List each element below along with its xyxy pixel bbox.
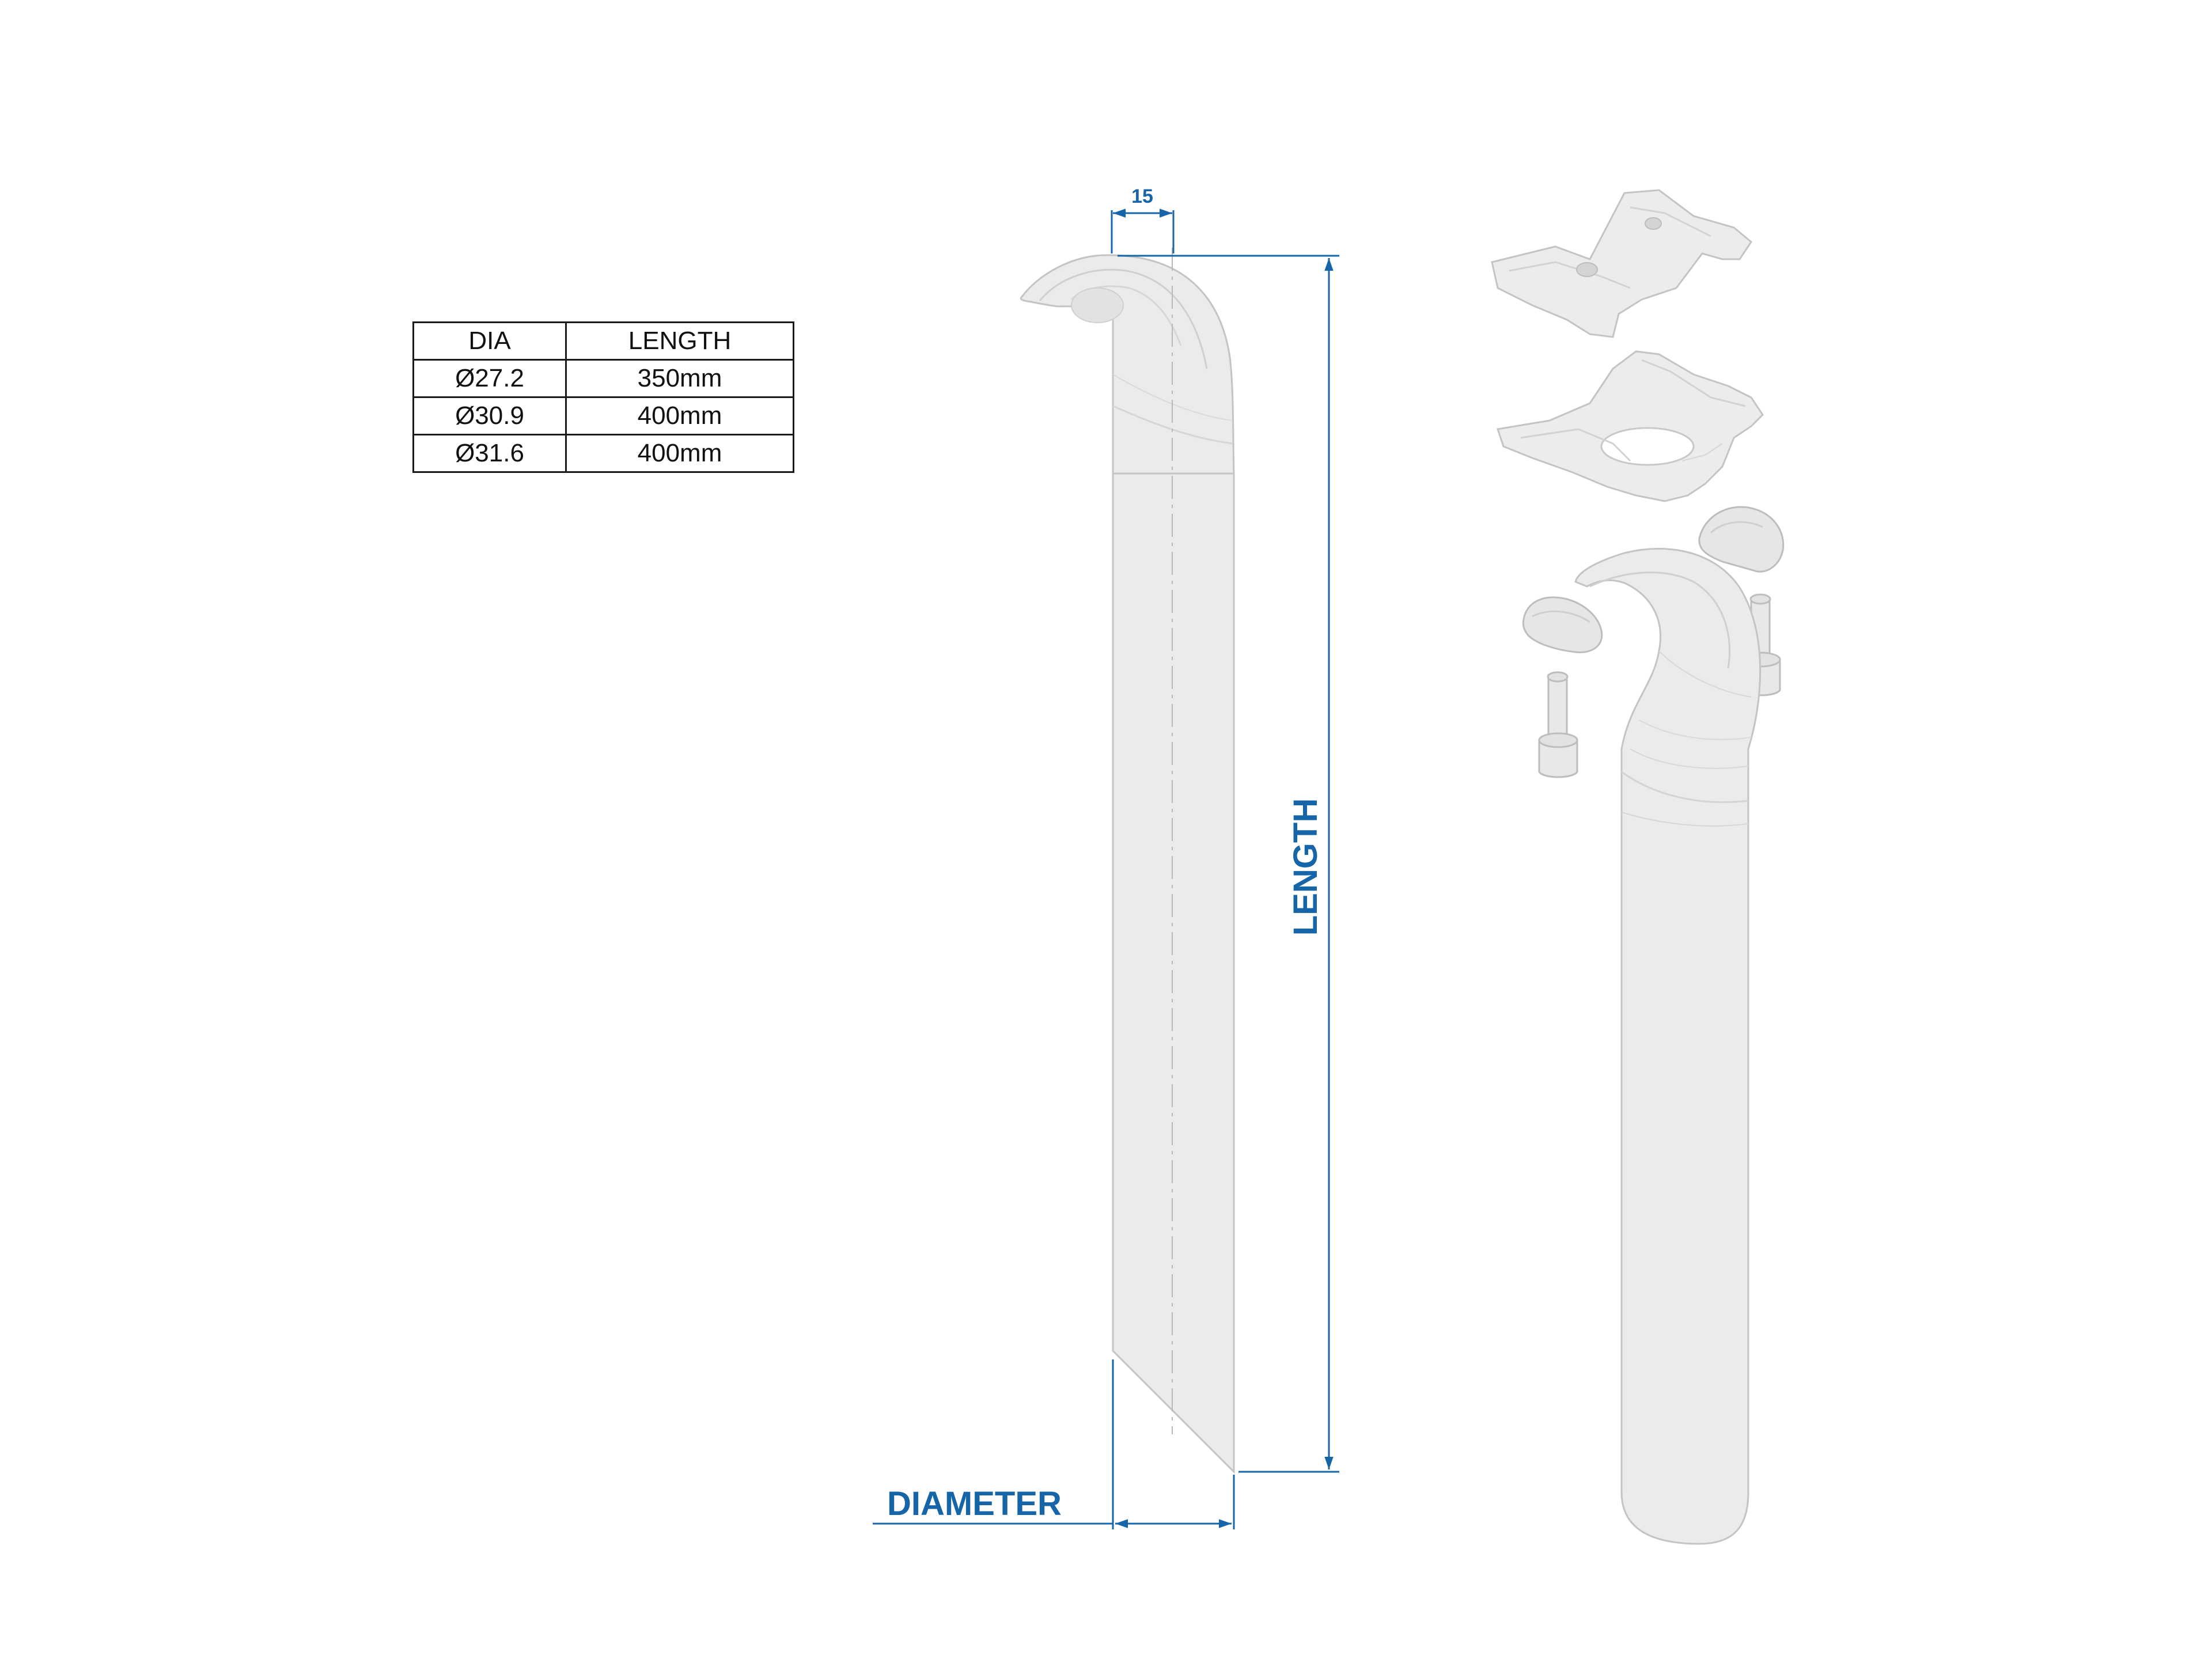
seatpost-head: [1020, 254, 1235, 475]
left-clamp-nut: [1522, 596, 1603, 653]
offset-dimension: 15: [1111, 185, 1175, 253]
header-length: LENGTH: [565, 321, 794, 361]
cell-length: 400mm: [565, 434, 794, 473]
table-row: Ø30.9 400mm: [412, 396, 794, 435]
diameter-dimension: DIAMETER: [873, 1359, 1235, 1529]
seatpost-iso-view: [1574, 548, 1762, 1545]
left-bolt: [1538, 671, 1578, 778]
size-table: DIA LENGTH Ø27.2 350mm Ø30.9 400mm Ø31.6…: [412, 321, 794, 473]
offset-label: 15: [1131, 185, 1153, 207]
seatpost-head-detail: [1071, 287, 1124, 323]
right-clamp-nut: [1698, 506, 1785, 573]
length-label: LENGTH: [1287, 798, 1324, 935]
seatpost-side-view: [1020, 248, 1235, 1474]
cell-length: 400mm: [565, 396, 794, 435]
lower-clamp: [1497, 350, 1764, 502]
cell-length: 350mm: [565, 359, 794, 398]
length-dimension: LENGTH: [1118, 255, 1339, 1473]
table-row: Ø27.2 350mm: [412, 359, 794, 398]
diameter-label: DIAMETER: [887, 1485, 1062, 1522]
seatpost-head-detail: [1039, 268, 1208, 369]
seatpost-shaft: [1112, 472, 1235, 1474]
cell-dia: Ø30.9: [412, 396, 567, 435]
header-dia: DIA: [412, 321, 567, 361]
table-row: Ø31.6 400mm: [412, 434, 794, 473]
cell-dia: Ø27.2: [412, 359, 567, 398]
table-header-row: DIA LENGTH: [412, 321, 794, 361]
exploded-view: [1491, 189, 1785, 1545]
cell-dia: Ø31.6: [412, 434, 567, 473]
seatpost-head-detail: [1112, 405, 1233, 445]
upper-clamp: [1491, 189, 1752, 338]
